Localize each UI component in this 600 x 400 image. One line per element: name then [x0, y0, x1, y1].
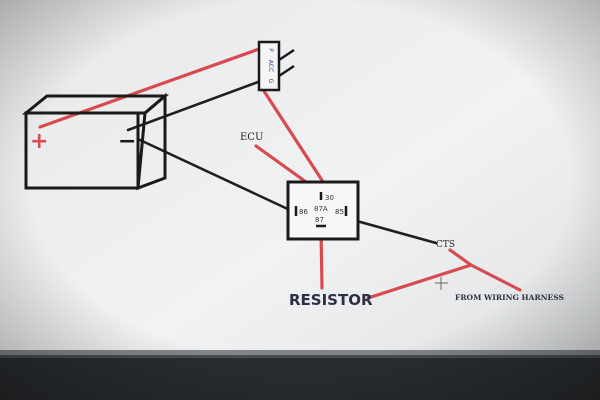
relay-pin-86-label: 86: [299, 208, 308, 216]
wire-junction-to-harness: [469, 263, 522, 292]
battery-side: [136, 92, 167, 191]
label-cts: CTS: [436, 240, 455, 250]
switch-lever-2: [278, 64, 295, 78]
battery-front: [24, 111, 140, 190]
battery-negative-terminal: −: [118, 129, 136, 154]
wire-battery-negative-to-switch: [126, 80, 260, 132]
switch-terminal-p: P: [267, 48, 274, 52]
battery: + −: [21, 92, 170, 191]
wire-relay-85-to-cts: [344, 216, 438, 245]
wire-cts-to-junction: [448, 248, 473, 267]
switch-lever: [278, 48, 295, 62]
label-ecu: ECU: [240, 132, 263, 143]
switch-terminal-g: G: [267, 79, 274, 84]
switch-terminal-acc: ACC: [267, 60, 274, 72]
relay-pin-30-label: 30: [325, 194, 334, 202]
relay-pin-85-label: 85: [335, 208, 344, 216]
wire-resistor-to-junction: [366, 263, 473, 300]
switch-body: [257, 40, 281, 92]
label-from-wiring-harness: FROM WIRING HARNESS: [455, 293, 564, 302]
relay: 30 86 87A 85 87: [286, 180, 360, 241]
ignition-switch: P ACC G: [257, 40, 295, 92]
label-resistor: RESISTOR: [289, 291, 373, 309]
crosshair-cursor-icon: [435, 277, 448, 290]
relay-pin-87a-label: 87A: [314, 205, 328, 213]
battery-positive-terminal: +: [30, 129, 48, 154]
relay-pin-87-label: 87: [315, 216, 324, 224]
